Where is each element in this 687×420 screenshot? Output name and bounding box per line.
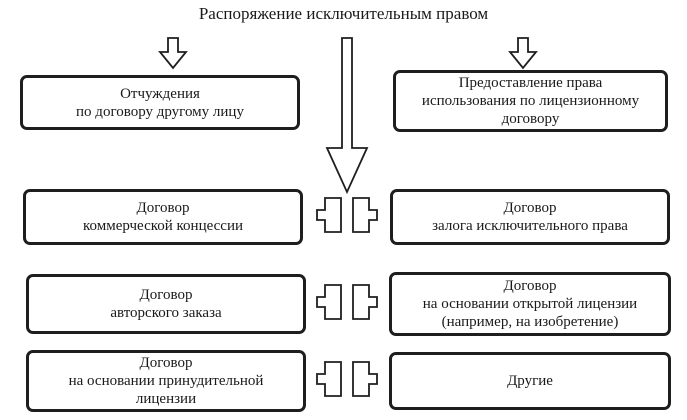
box-line: авторского заказа xyxy=(110,305,222,321)
box-line: коммерческой концессии xyxy=(82,218,244,234)
left-arrow-row2 xyxy=(316,284,342,320)
alienation-box: Отчуждения по договору другому лицу xyxy=(20,75,300,130)
compulsory-license-box: Договор на основании принудительной лице… xyxy=(26,350,306,412)
box-line: по договору другому лицу xyxy=(76,103,244,120)
left-arrow-row3 xyxy=(316,361,342,397)
box-line: Договор xyxy=(503,200,557,216)
right-arrow-row3 xyxy=(352,361,378,397)
box-line: использования по лицензионному xyxy=(421,93,640,109)
box-line: Договор xyxy=(139,287,193,303)
box-line: Другие xyxy=(507,373,553,389)
right-arrow-row2 xyxy=(352,284,378,320)
open-license-box: Договор на основании открытой лицензии (… xyxy=(389,272,671,336)
box-line: договору xyxy=(501,111,560,127)
box-line: Предоставление права xyxy=(458,75,603,91)
pledge-box: Договор залога исключительного права xyxy=(390,189,670,245)
box-line: Договор xyxy=(503,278,557,294)
box-line: на основании открытой лицензии xyxy=(422,296,638,312)
box-line: залога исключительного права xyxy=(432,218,628,234)
license-grant-box: Предоставление права использования по ли… xyxy=(393,70,668,132)
down-arrow-right xyxy=(508,37,538,70)
down-arrow-left xyxy=(158,37,188,70)
commercial-concession-box: Договор коммерческой концессии xyxy=(23,189,303,245)
author-order-box: Договор авторского заказа xyxy=(26,274,306,334)
left-arrow-row1 xyxy=(316,197,342,233)
box-line: Договор xyxy=(136,200,190,216)
diagram-title: Распоряжение исключительным правом xyxy=(198,4,489,23)
box-line: лицензии xyxy=(135,391,197,407)
box-line: Отчуждения xyxy=(120,85,200,102)
right-arrow-row1 xyxy=(352,197,378,233)
central-down-arrow xyxy=(325,37,369,195)
box-line: на основании принудительной xyxy=(68,373,264,389)
box-line: (например, на изобретение) xyxy=(441,314,619,330)
box-line: Договор xyxy=(139,355,193,371)
other-box: Другие xyxy=(389,352,671,410)
